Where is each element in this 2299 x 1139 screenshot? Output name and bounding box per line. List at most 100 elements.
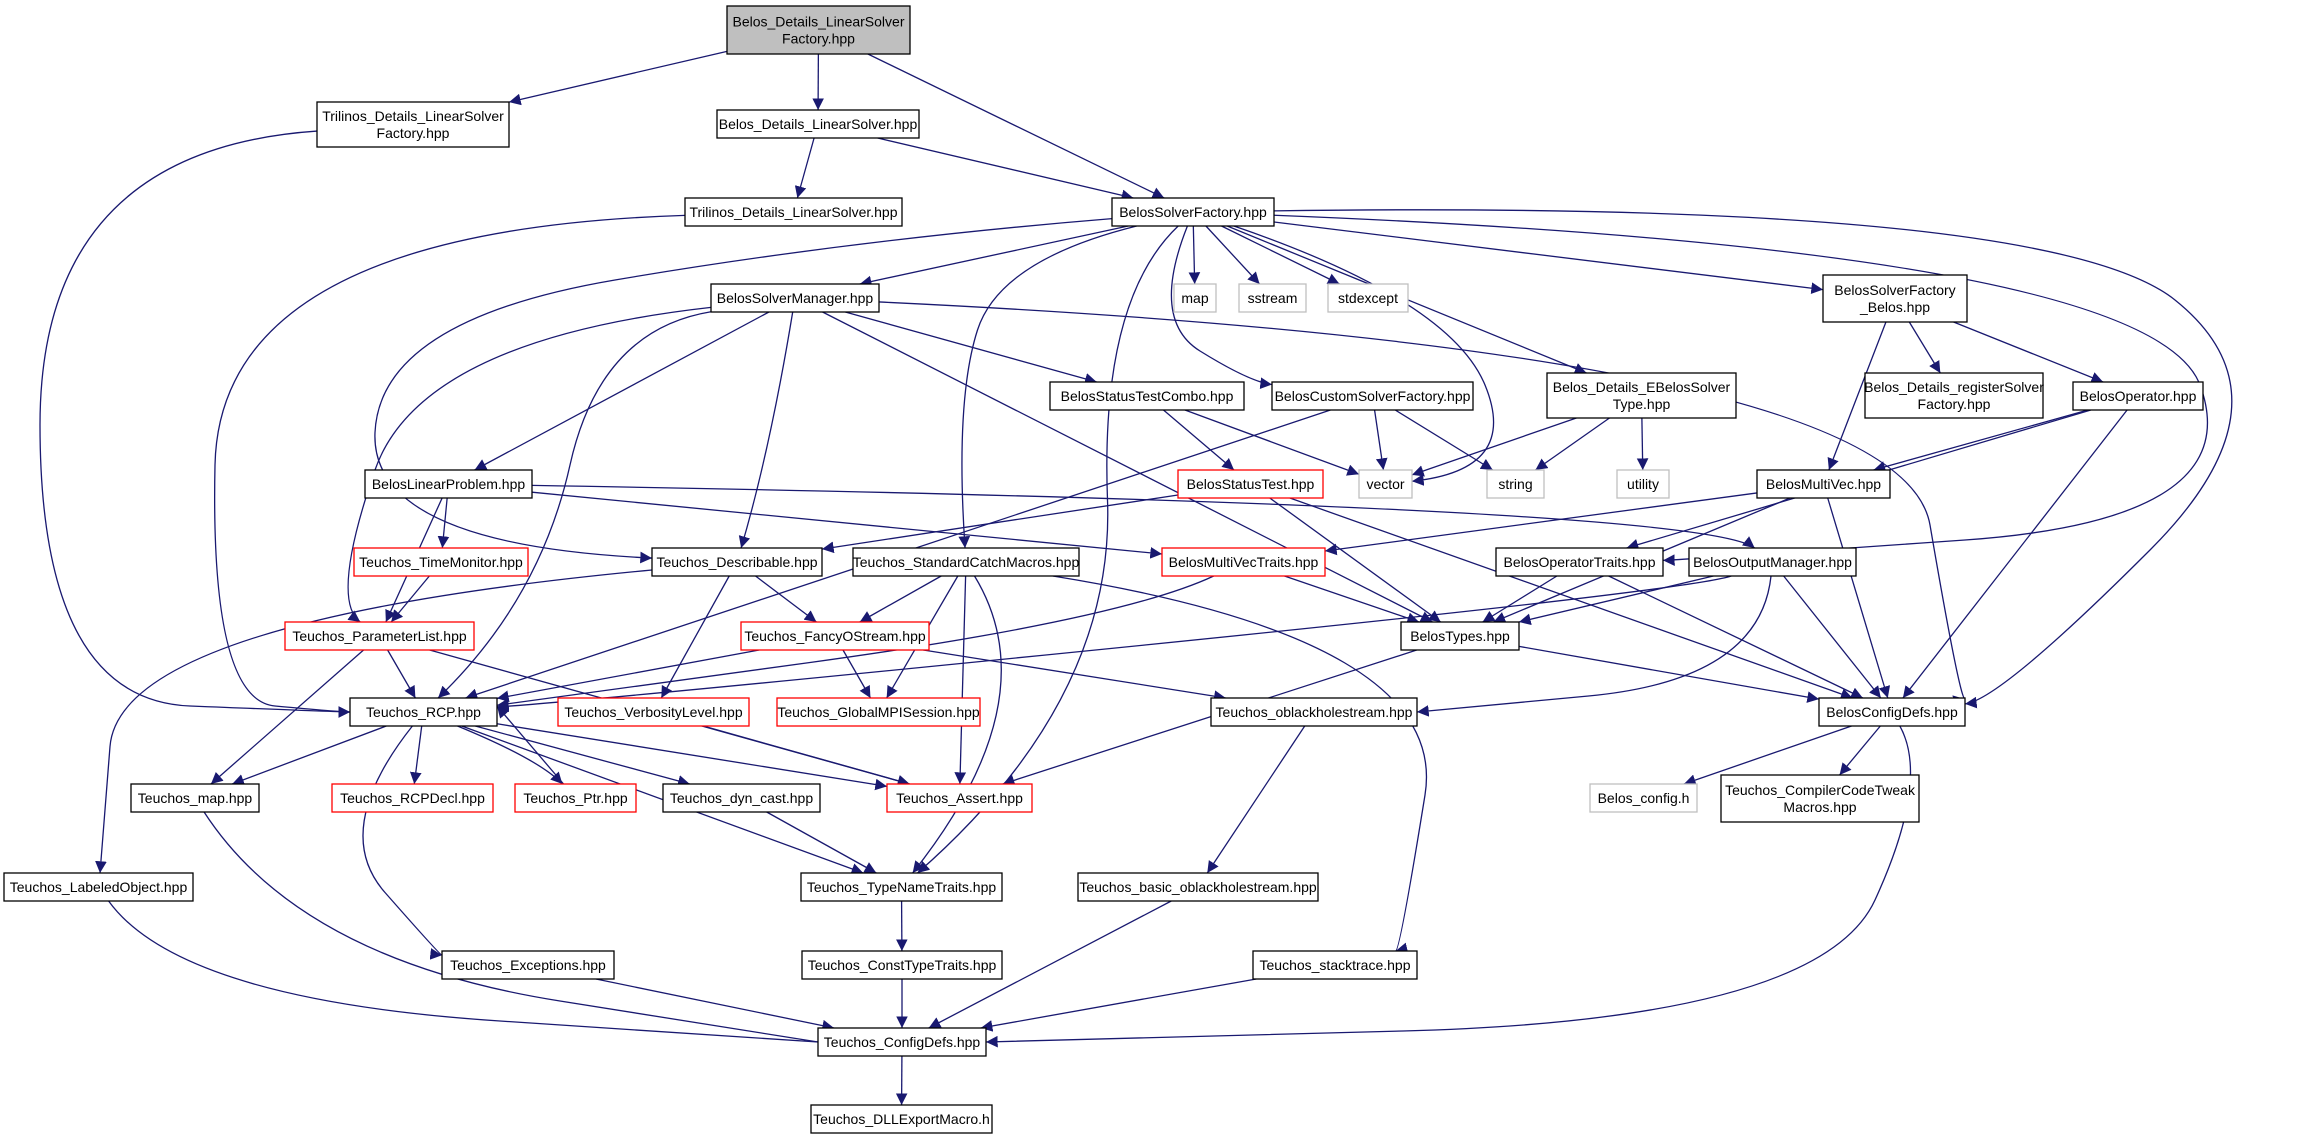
- node-box: [1111, 197, 1275, 227]
- node-tvl[interactable]: Teuchos_VerbosityLevel.hpp: [557, 697, 750, 727]
- node-tctt[interactable]: Teuchos_ConstTypeTraits.hpp: [801, 950, 1003, 980]
- node-map[interactable]: map: [1173, 283, 1217, 313]
- edge-blp-to-ttm: [437, 497, 450, 549]
- node-tptr[interactable]: Teuchos_Ptr.hpp: [514, 783, 637, 813]
- node-box: [364, 469, 533, 499]
- node-tscm[interactable]: Teuchos_StandardCatchMacros.hpp: [852, 547, 1080, 577]
- edge-tdesc-to-tvl: [660, 575, 730, 699]
- node-label: Teuchos_Ptr.hpp: [523, 790, 628, 806]
- node-box: [740, 621, 930, 651]
- node-label: Belos_Details_registerSolver: [1864, 379, 2044, 395]
- node-tfos[interactable]: Teuchos_FancyOStream.hpp: [740, 621, 930, 651]
- edge-tfos-to-tgmpi: [842, 649, 872, 699]
- node-belos_ls[interactable]: Belos_Details_LinearSolver.hpp: [716, 109, 920, 139]
- node-tgmpi[interactable]: Teuchos_GlobalMPISession.hpp: [776, 697, 981, 727]
- node-string[interactable]: string: [1486, 469, 1545, 499]
- edge-tril_factory-to-trcp: [39, 130, 351, 718]
- node-stdexcept[interactable]: stdexcept: [1327, 283, 1409, 313]
- node-box: [651, 547, 823, 577]
- node-label: Teuchos_CompilerCodeTweak: [1725, 782, 1916, 798]
- edge-bstc-to-vector: [1184, 409, 1360, 476]
- node-box: [1077, 872, 1319, 902]
- node-box: [1720, 774, 1920, 823]
- node-label: Trilinos_Details_LinearSolver: [322, 108, 504, 124]
- node-vector[interactable]: vector: [1358, 469, 1413, 499]
- node-bopt[interactable]: BelosOperatorTraits.hpp: [1495, 547, 1664, 577]
- edge-tscm-to-tst: [1052, 575, 1428, 954]
- node-box: [710, 283, 880, 313]
- edge-trcp-to-tmap: [231, 725, 387, 786]
- node-bstc[interactable]: BelosStatusTestCombo.hpp: [1049, 381, 1245, 411]
- node-box: [1271, 381, 1474, 411]
- node-tobh[interactable]: Teuchos_oblackholestream.hpp: [1210, 697, 1418, 727]
- edge-bcsf-to-string: [1394, 409, 1494, 471]
- edge-tfos-to-tobh: [923, 649, 1226, 702]
- node-tdyn[interactable]: Teuchos_dyn_cast.hpp: [662, 783, 821, 813]
- node-box: [801, 950, 1003, 980]
- node-label: utility: [1627, 476, 1659, 492]
- edge-root-to-tril_factory: [508, 50, 728, 106]
- node-label: BelosSolverFactory: [1834, 282, 1955, 298]
- node-utility[interactable]: utility: [1616, 469, 1670, 499]
- edge-bsf-to-stdexcept: [1221, 225, 1340, 285]
- edge-ebst-to-vector: [1411, 417, 1577, 477]
- edge-bom-to-trcp: [496, 575, 1732, 713]
- node-tmap[interactable]: Teuchos_map.hpp: [130, 783, 260, 813]
- node-texc[interactable]: Teuchos_Exceptions.hpp: [441, 950, 615, 980]
- edge-tdesc-to-tfos: [755, 575, 817, 623]
- node-box: [1358, 469, 1413, 499]
- node-bsf_belos[interactable]: BelosSolverFactory_Belos.hpp: [1822, 274, 1968, 323]
- node-tlo[interactable]: Teuchos_LabeledObject.hpp: [3, 872, 194, 902]
- node-tassert[interactable]: Teuchos_Assert.hpp: [886, 783, 1033, 813]
- node-tdll[interactable]: Teuchos_DLLExportMacro.h: [810, 1104, 993, 1134]
- edge-ttm-to-tpl: [390, 575, 430, 623]
- edge-bsm-to-tpl: [347, 306, 712, 623]
- node-blp[interactable]: BelosLinearProblem.hpp: [364, 469, 533, 499]
- node-bop[interactable]: BelosOperator.hpp: [2072, 381, 2204, 411]
- node-box: [1400, 621, 1520, 651]
- node-bsf[interactable]: BelosSolverFactory.hpp: [1111, 197, 1275, 227]
- node-label: Teuchos_StandardCatchMacros.hpp: [853, 554, 1080, 570]
- edge-bom-to-tobh: [1416, 575, 1772, 717]
- node-bcsf[interactable]: BelosCustomSolverFactory.hpp: [1271, 381, 1474, 411]
- node-bom[interactable]: BelosOutputManager.hpp: [1688, 547, 1857, 577]
- node-btypes[interactable]: BelosTypes.hpp: [1400, 621, 1520, 651]
- node-box: [1177, 469, 1324, 499]
- node-tril_ls[interactable]: Trilinos_Details_LinearSolver.hpp: [684, 197, 903, 227]
- node-sstream[interactable]: sstream: [1238, 283, 1307, 313]
- node-bsm[interactable]: BelosSolverManager.hpp: [710, 283, 880, 313]
- node-box: [441, 950, 615, 980]
- node-bmv[interactable]: BelosMultiVec.hpp: [1756, 469, 1891, 499]
- node-tbobh[interactable]: Teuchos_basic_oblackholestream.hpp: [1077, 872, 1319, 902]
- node-label: Factory.hpp: [1918, 396, 1991, 412]
- node-bst[interactable]: BelosStatusTest.hpp: [1177, 469, 1324, 499]
- node-box: [284, 621, 475, 651]
- node-box: [1173, 283, 1217, 313]
- node-ttnt[interactable]: Teuchos_TypeNameTraits.hpp: [800, 872, 1003, 902]
- node-bcd[interactable]: BelosConfigDefs.hpp: [1818, 697, 1966, 727]
- node-box: [662, 783, 821, 813]
- node-trcpdecl[interactable]: Teuchos_RCPDecl.hpp: [331, 783, 494, 813]
- node-tst[interactable]: Teuchos_stacktrace.hpp: [1252, 950, 1418, 980]
- edge-bmvt-to-trcp: [496, 575, 1214, 711]
- edge-tvl-to-tassert: [703, 725, 910, 787]
- node-label: Teuchos_VerbosityLevel.hpp: [564, 704, 742, 720]
- node-label: Teuchos_Exceptions.hpp: [450, 957, 606, 973]
- edge-bsm-to-btypes: [822, 311, 1433, 623]
- edge-bmv-to-bmvt: [1324, 492, 1758, 556]
- node-tcd[interactable]: Teuchos_ConfigDefs.hpp: [817, 1027, 987, 1057]
- node-tpl[interactable]: Teuchos_ParameterList.hpp: [284, 621, 475, 651]
- node-tdesc[interactable]: Teuchos_Describable.hpp: [651, 547, 823, 577]
- edge-bst-to-btypes: [1269, 497, 1442, 623]
- edge-trcp-to-texc: [362, 725, 443, 960]
- node-ttm[interactable]: Teuchos_TimeMonitor.hpp: [353, 547, 529, 577]
- node-bmvt[interactable]: BelosMultiVecTraits.hpp: [1161, 547, 1326, 577]
- node-trcp[interactable]: Teuchos_RCP.hpp: [349, 697, 498, 727]
- node-box: [557, 697, 750, 727]
- node-bconfig[interactable]: Belos_config.h: [1589, 783, 1698, 813]
